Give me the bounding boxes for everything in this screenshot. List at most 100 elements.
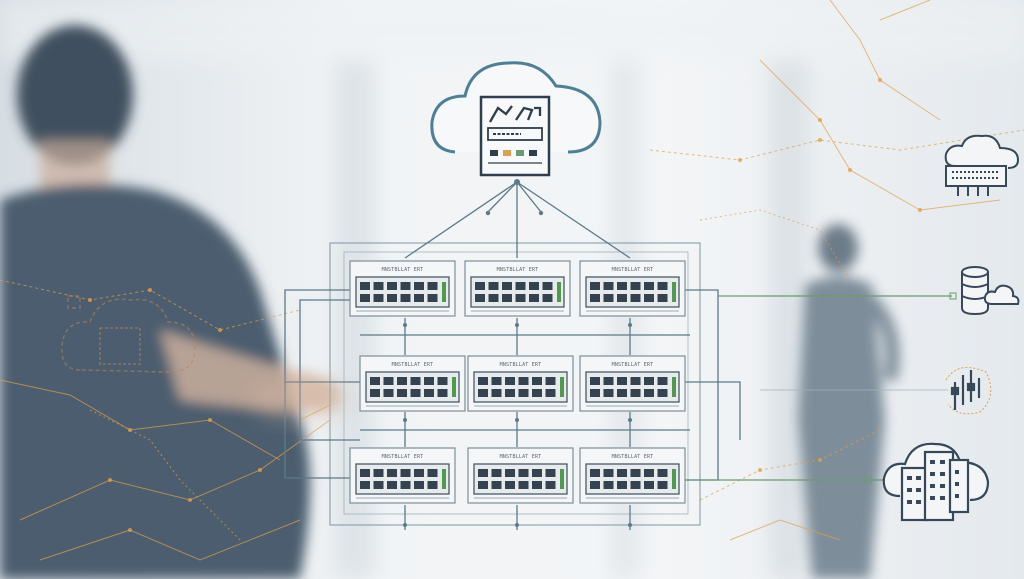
port-icon [603,282,614,290]
status-led [557,282,561,302]
port-icon [502,282,512,290]
port-icon [518,377,529,385]
port-icon [437,389,448,397]
port-icon [373,469,384,477]
port-icon [617,377,627,385]
network-switch: MNSTBLLAT ERT [579,260,686,317]
port-icon [545,469,556,477]
port-icon [370,389,380,397]
foreground-blur [250,378,350,422]
port-icon [542,282,553,290]
port-icon [491,389,502,397]
port-icon [644,282,654,290]
port-icon [603,377,614,385]
port-icon [644,377,654,385]
port-icon [427,282,438,290]
switch-label: MNSTBLLAT ERT [382,454,424,460]
port-icon [383,389,394,397]
port-icon [630,377,641,385]
port-icon [427,481,438,489]
port-icon [491,377,502,385]
port-icon [630,282,641,290]
port-icon [383,377,394,385]
port-icon [630,294,641,302]
port-icon [387,282,397,290]
port-icon [545,377,556,385]
endpoint-links [700,295,952,481]
cloud-building-icon [882,442,990,522]
port-icon [518,481,529,489]
cloud-router-icon [944,134,1020,196]
port-icon [542,294,553,302]
port-icon [400,481,411,489]
port-icon [414,294,424,302]
switch-label: MNSTBLLAT ERT [612,454,654,460]
port-icon [414,481,424,489]
status-led [672,377,676,397]
port-icon [515,294,526,302]
port-icon [617,481,627,489]
port-icon [532,481,542,489]
port-icon [373,481,384,489]
switch-label: MNSTBLLAT ERT [497,267,539,273]
port-icon [657,282,668,290]
port-icon [410,389,421,397]
port-icon [617,282,627,290]
faint-cloud-left [61,295,196,373]
port-icon [532,469,542,477]
network-switch: MNSTBLLAT ERT [464,260,571,317]
port-icon [478,377,488,385]
port-icon [657,294,668,302]
port-icon [515,282,526,290]
port-icon [360,481,370,489]
port-icon [529,294,539,302]
port-icon [505,377,515,385]
person-left [0,25,340,579]
port-icon [410,377,421,385]
port-icon [475,282,485,290]
port-icon [427,294,438,302]
database-cloud-icon [961,266,1020,316]
port-icon [427,469,438,477]
port-icon [532,377,542,385]
status-led [442,282,446,302]
port-icon [400,294,411,302]
status-led [442,469,446,489]
port-icon [414,469,424,477]
port-icon [545,389,556,397]
port-icon [630,389,641,397]
port-icon [590,469,600,477]
status-led [672,469,676,489]
port-icon [414,282,424,290]
port-icon [603,481,614,489]
port-icon [657,389,668,397]
port-icon [373,282,384,290]
port-icon [657,481,668,489]
port-icon [360,469,370,477]
port-icon [617,294,627,302]
network-switch: MNSTBLLAT ERT [579,355,686,412]
port-icon [400,469,411,477]
port-icon [532,389,542,397]
port-icon [478,469,488,477]
port-icon [505,389,515,397]
port-icon [644,469,654,477]
port-icon [437,377,448,385]
status-led [672,282,676,302]
network-switch: MNSTBLLAT ERT [467,447,574,504]
switch-label: MNSTBLLAT ERT [500,362,542,368]
port-icon [502,294,512,302]
port-icon [491,481,502,489]
switch-label: MNSTBLLAT ERT [392,362,434,368]
port-icon [603,389,614,397]
port-icon [491,469,502,477]
port-icon [644,481,654,489]
port-icon [505,481,515,489]
port-icon [488,282,499,290]
port-icon [518,389,529,397]
port-icon [370,377,380,385]
port-icon [387,294,397,302]
